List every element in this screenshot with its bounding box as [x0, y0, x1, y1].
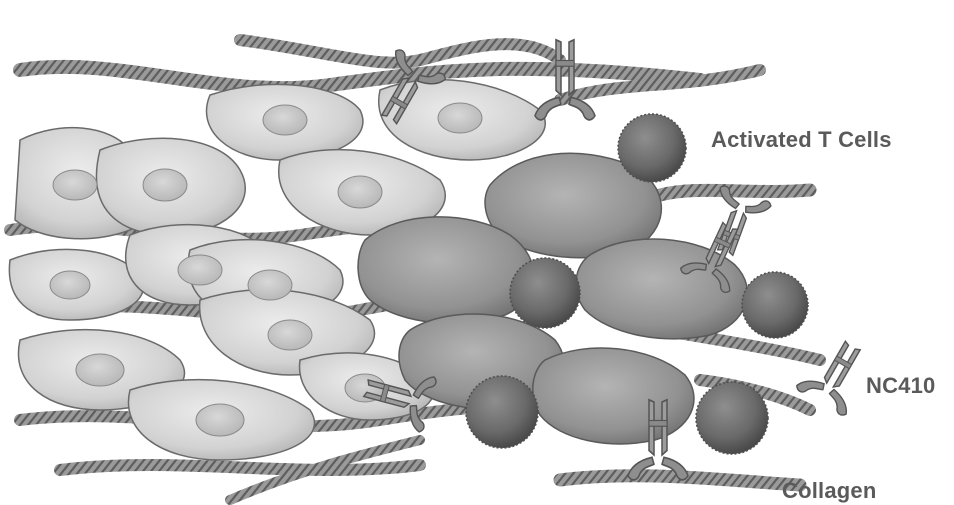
collagen-label: Collagen [782, 478, 877, 504]
nc410-label: NC410 [866, 373, 935, 399]
activated-t-cells-label: Activated T Cells [711, 127, 892, 153]
